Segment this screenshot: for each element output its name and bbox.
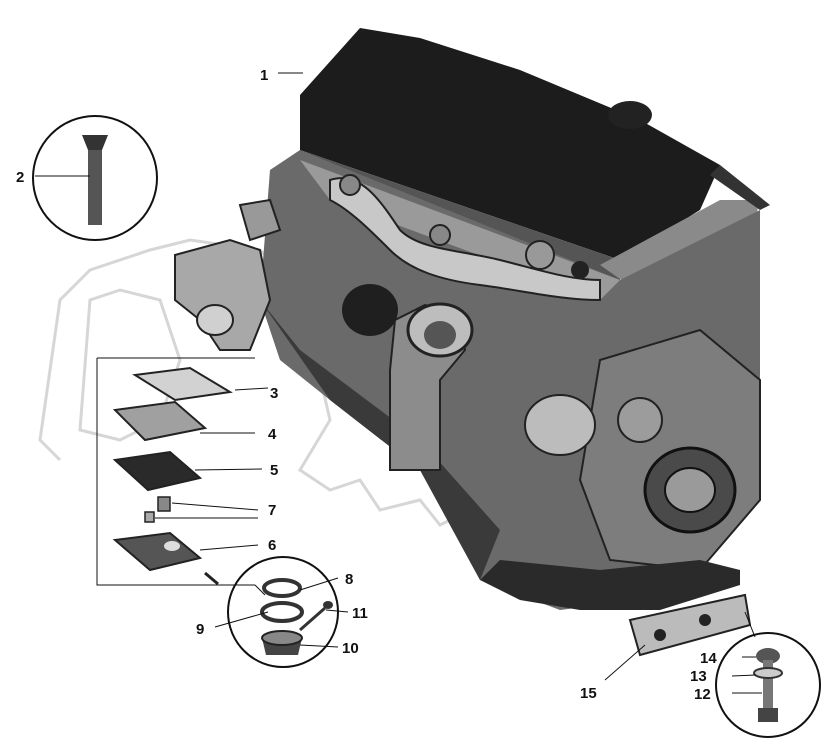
valve-cover — [300, 28, 720, 260]
callout-2: 2 — [16, 169, 24, 186]
callout-13: 13 — [690, 668, 707, 685]
callout-labels: 1 2 3 4 5 7 6 8 9 11 10 14 13 12 15 — [16, 67, 717, 703]
callout-11: 11 — [352, 605, 368, 622]
callout-7: 7 — [268, 502, 276, 519]
leader-lines — [35, 72, 762, 694]
callout-10: 10 — [342, 640, 359, 657]
engine-block — [174, 28, 770, 657]
callout-5: 5 — [270, 462, 278, 479]
callout-9: 9 — [196, 621, 204, 638]
alternator — [524, 394, 596, 456]
callout-15: 15 — [580, 685, 597, 702]
detail-circle-seals — [227, 556, 339, 668]
callout-12: 12 — [694, 686, 711, 703]
callout-8: 8 — [345, 571, 353, 588]
callout-3: 3 — [270, 385, 278, 402]
pulley-left — [342, 284, 398, 336]
callout-14: 14 — [700, 650, 717, 667]
exhaust-manifold — [329, 177, 601, 302]
assembly-outline — [96, 357, 266, 596]
callout-6: 6 — [268, 537, 276, 554]
detail-circle-fastener — [715, 632, 821, 738]
front-mount-bracket — [174, 238, 272, 351]
oil-filler-cap — [608, 101, 652, 129]
callout-4: 4 — [268, 426, 277, 443]
detail-circle-bolt — [32, 115, 158, 241]
timing-cover — [578, 328, 761, 572]
callout-1: 1 — [260, 67, 268, 84]
mount-pad-stack — [112, 366, 233, 586]
oil-pan — [480, 560, 740, 610]
